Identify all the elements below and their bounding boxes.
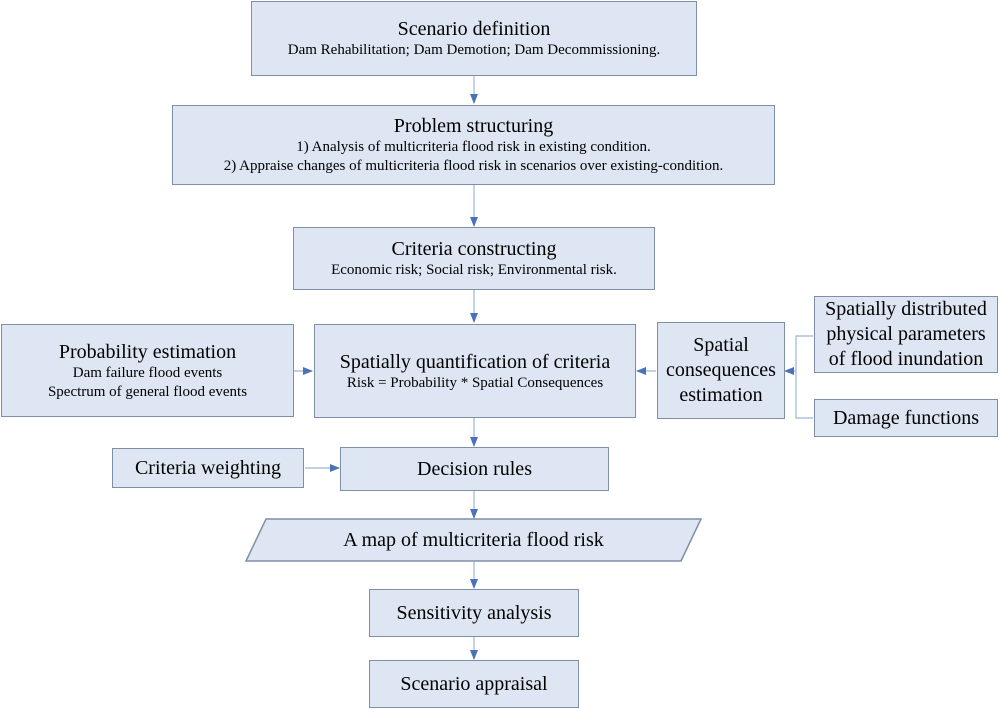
physical-parameters-line-2: physical parameters (826, 323, 986, 345)
spatial-quantification-title: Spatially quantification of criteria (339, 350, 611, 373)
probability-estimation-line-1: Dam failure flood events (72, 364, 223, 381)
criteria-constructing-detail: Economic risk; Social risk; Environmenta… (331, 262, 617, 278)
flood-risk-map-shape (244, 518, 703, 562)
damage-functions-box: Damage functions (814, 399, 998, 437)
criteria-constructing-box: Criteria constructing Economic risk; Soc… (293, 227, 655, 290)
problem-structuring-box: Problem structuring 1) Analysis of multi… (172, 105, 775, 185)
decision-rules-box: Decision rules (340, 447, 609, 491)
sensitivity-analysis-label: Sensitivity analysis (396, 602, 552, 624)
physical-parameters-box: Spatially distributed physical parameter… (814, 296, 998, 373)
spatial-consequences-line-3: estimation (679, 384, 763, 406)
criteria-weighting-label: Criteria weighting (134, 457, 282, 479)
decision-rules-label: Decision rules (417, 458, 532, 480)
spatial-consequences-box: Spatial consequences estimation (657, 322, 785, 419)
spatial-consequences-line-1: Spatial (693, 334, 749, 356)
scenario-definition-box: Scenario definition Dam Rehabilitation; … (251, 1, 697, 76)
spatial-consequences-line-2: consequences (666, 359, 776, 381)
scenario-definition-detail: Dam Rehabilitation; Dam Demotion; Dam De… (287, 42, 661, 58)
probability-estimation-line-2: Spectrum of general flood events (47, 383, 248, 400)
scenario-definition-title: Scenario definition (397, 18, 551, 40)
problem-structuring-line-1: 1) Analysis of multicriteria flood risk … (296, 139, 651, 155)
criteria-constructing-title: Criteria constructing (391, 238, 557, 260)
spatial-quantification-box: Spatially quantification of criteria Ris… (314, 324, 636, 418)
sensitivity-analysis-box: Sensitivity analysis (369, 589, 579, 637)
scenario-appraisal-label: Scenario appraisal (400, 673, 548, 695)
damage-functions-label: Damage functions (832, 407, 980, 429)
spatial-quantification-detail: Risk = Probability * Spatial Consequence… (346, 374, 604, 391)
problem-structuring-title: Problem structuring (393, 115, 554, 137)
scenario-appraisal-box: Scenario appraisal (369, 660, 579, 708)
criteria-weighting-box: Criteria weighting (112, 448, 304, 488)
connector-inputs-to-consequences (795, 335, 813, 419)
probability-estimation-title: Probability estimation (58, 340, 237, 363)
flood-risk-map-label: A map of multicriteria flood risk (343, 528, 604, 551)
physical-parameters-line-1: Spatially distributed (825, 298, 987, 320)
physical-parameters-line-3: of flood inundation (828, 348, 984, 370)
problem-structuring-line-2: 2) Appraise changes of multicriteria flo… (223, 158, 724, 174)
probability-estimation-box: Probability estimation Dam failure flood… (1, 324, 294, 417)
